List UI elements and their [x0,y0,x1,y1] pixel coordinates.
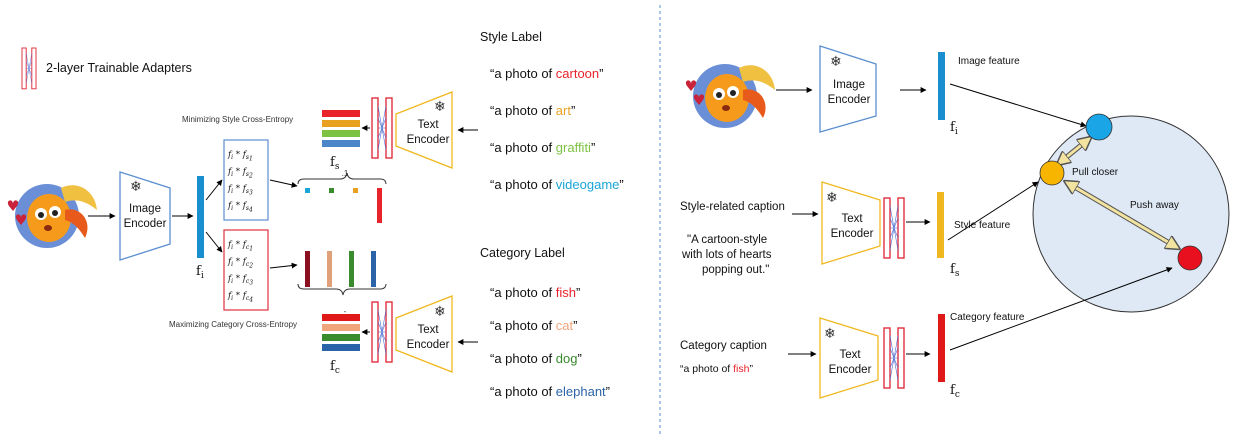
style-logit-bar-art [329,188,334,193]
f-i-label-left: fi [196,264,204,281]
f-i-feature-bar-right [938,52,945,120]
adapter-category-right [883,327,905,389]
style-quote-videogame: “a photo of videogame” [490,177,624,192]
svg-text:Encoder: Encoder [829,364,872,376]
style-logits-chart [305,188,382,223]
frozen-snowflake-icon: ❄ [824,326,836,342]
category-caption-text: “a photo of fish” [680,363,753,375]
svg-text:Text: Text [417,119,439,131]
adapter-category-left [371,301,393,363]
svg-text:Text: Text [417,324,439,336]
logit-bar-cat [327,251,332,287]
category-product-box: fi * fc1 fi * fc2 fi * fc3 fi * fc4 [223,229,269,311]
frozen-snowflake-icon: ❄ [130,179,142,195]
category-quote-dog: “a photo of dog” [490,351,582,366]
pull-closer-arrow [1058,138,1090,164]
category-quote-fish: “a photo of fish” [490,285,580,300]
brace-mark-bottom: - [344,307,347,316]
category-embeddings-stack [322,314,360,351]
product-term: fi * fs4 [227,201,253,214]
f-c-label-right: fc [950,383,960,400]
f-s-label-left: fs [330,155,340,172]
frozen-snowflake-icon: ❄ [434,304,446,320]
adapter-style-right [883,197,905,259]
f-c-feature-bar-right [938,314,945,382]
logit-bar-dog [349,251,354,287]
style-feature-point [1039,160,1065,186]
product-term: fi * fs2 [227,167,253,180]
text-encoder-style-left: ❄ Text Encoder [395,91,453,169]
text-encoder-category-right: ❄ Text Encoder [819,317,879,399]
product-term: fi * fc3 [227,274,253,287]
style-feature-label: Style feature [954,220,1011,231]
category-quote-elephant: “a photo of elephant” [490,384,610,399]
adapter-style-left [371,97,393,159]
fish-image-left [7,184,97,248]
svg-text:Image: Image [129,203,161,215]
text-encoder-style-right: ❄ Text Encoder [821,181,881,265]
frozen-snowflake-icon: ❄ [830,54,842,70]
image-encoder-right: ❄ Image Encoder [819,45,877,133]
frozen-snowflake-icon: ❄ [826,190,838,206]
image-encoder-left: ❄ Image Encoder [119,171,171,261]
svg-text:Encoder: Encoder [407,339,450,351]
style-product-box: fi * fs1 fi * fs2 fi * fs3 fi * fs4 [223,139,269,221]
style-caption-line-3: popping out." [702,264,769,276]
frozen-snowflake-icon: ❄ [434,99,446,115]
product-term: fi * fc4 [227,291,253,304]
product-term: fi * fc1 [227,240,253,253]
style-quote-art: “a photo of art” [490,103,575,118]
f-c-label-left: fc [330,359,340,376]
style-quote-cartoon: “a photo of cartoon” [490,66,604,81]
style-quote-graffiti: “a photo of graffiti” [490,140,595,155]
style-logit-bar-cartoon [305,188,310,193]
product-term: fi * fc2 [227,257,253,270]
min-style-caption: Minimizing Style Cross-Entropy [182,115,293,124]
push-away-label: Push away [1130,200,1179,211]
svg-text:Text: Text [839,349,861,361]
style-caption-line-2: with lots of hearts [681,249,772,261]
style-embeddings-stack [322,110,360,147]
push-away-arrow [1066,182,1178,248]
product-term: fi * fs3 [227,184,253,197]
f-s-feature-bar-right [937,192,944,258]
style-caption-title: Style-related caption [680,201,785,213]
image-feature-point [1085,113,1113,141]
style-label-title: Style Label [480,30,542,44]
svg-text:Encoder: Encoder [407,134,450,146]
style-logit-bar-graffiti [353,188,358,193]
svg-text:Encoder: Encoder [124,218,167,230]
max-category-caption: Maximizing Category Cross-Entropy [169,320,297,329]
svg-text:Image: Image [833,79,865,91]
category-caption-title: Category caption [680,340,767,352]
category-quote-cat: “a photo of cat” [490,318,577,333]
product-term: fi * fs1 [227,150,253,163]
category-feature-label: Category feature [950,312,1025,323]
category-logits-brace [297,283,387,296]
adapter-legend: 2-layer Trainable Adapters [21,47,192,90]
style-caption-line-1: "A cartoon-style [687,234,767,246]
fish-image-right [685,64,775,128]
svg-text:Encoder: Encoder [828,94,871,106]
brace-mark: .1 [342,169,349,178]
style-logit-bar-videogame [377,188,382,223]
adapter-legend-label: 2-layer Trainable Adapters [46,61,192,75]
category-feature-point [1177,245,1203,271]
adapter-legend-icon [21,47,37,90]
svg-text:Encoder: Encoder [831,228,874,240]
text-encoder-category-left: ❄ Text Encoder [395,295,453,373]
f-i-label-right: fi [950,120,958,137]
category-label-title: Category Label [480,246,565,260]
logit-bar-elephant [371,251,376,287]
style-logits-brace [297,172,387,185]
svg-text:Text: Text [841,213,863,225]
image-feature-label: Image feature [958,56,1020,67]
logit-bar-fish [305,251,310,287]
f-i-feature-bar-left [197,176,204,258]
f-s-label-right: fs [950,262,960,279]
embedding-space-circle [1032,115,1230,313]
category-logits-chart [305,251,376,287]
pull-closer-label: Pull closer [1072,167,1119,178]
